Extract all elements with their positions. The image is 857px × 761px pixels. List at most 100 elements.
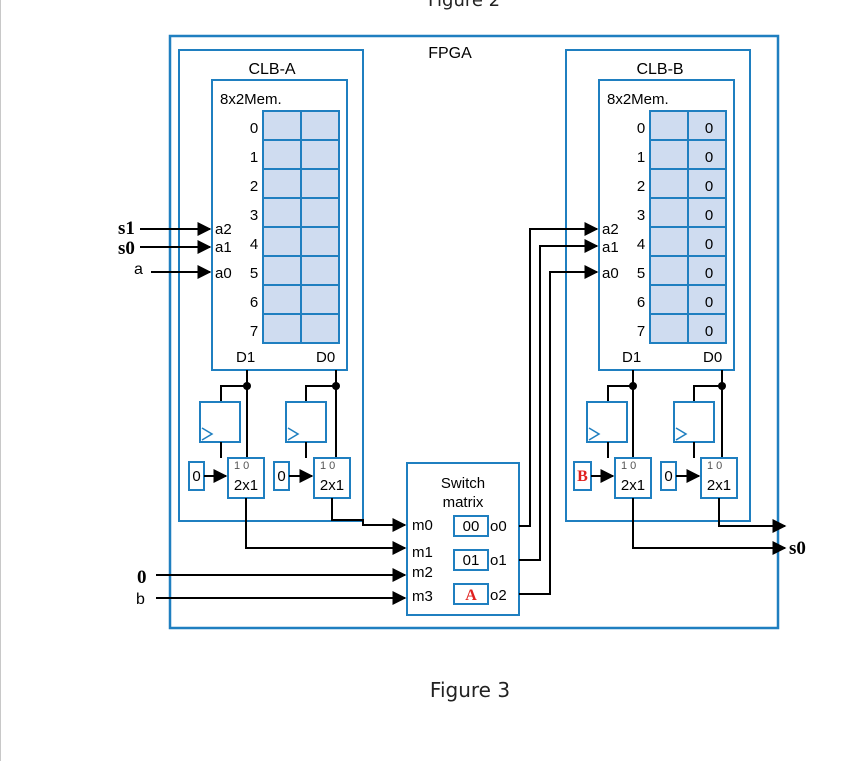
clb-a-output-d0: D0 — [316, 349, 335, 366]
memory-cell — [687, 110, 727, 141]
clock-icon — [287, 427, 300, 441]
clb-a-mux1 — [227, 457, 265, 499]
input-label-s1: s1 — [118, 218, 135, 239]
clock-icon — [588, 427, 601, 441]
switch-input-m3: m3 — [412, 588, 433, 605]
clb-b-output-d0: D0 — [703, 349, 722, 366]
memory-cell — [687, 284, 727, 315]
clb-b-mux0 — [700, 457, 738, 499]
clb-b-mux1-select: B — [577, 468, 588, 485]
switch-input-m1: m1 — [412, 544, 433, 561]
switch-matrix-title-1: Switch — [441, 475, 485, 492]
memory-address-label: 4 — [250, 236, 258, 253]
memory-cell — [649, 255, 689, 286]
switch-matrix: Switch matrix m0 m1 m2 m3 00 o0 01 o1 A … — [406, 462, 520, 616]
clb-a-flipflop-0 — [285, 401, 327, 443]
clb-b-title: CLB-B — [636, 61, 683, 78]
memory-address-label: 0 — [637, 120, 645, 137]
memory-address-label: 7 — [637, 323, 645, 340]
clb-a-box — [178, 49, 364, 522]
memory-cell-value: 0 — [705, 178, 713, 195]
clb-b-mux0-select: 0 — [664, 468, 672, 485]
memory-address-label: 7 — [250, 323, 258, 340]
memory-cell — [649, 284, 689, 315]
clb-b-mux0-inputs: 1 0 — [707, 460, 722, 472]
wire-o0-to-clb-b-a2 — [519, 222, 599, 527]
memory-cell — [262, 226, 302, 257]
memory-cell — [687, 313, 727, 344]
memory-cell — [649, 313, 689, 344]
input-label-a: a — [134, 261, 143, 278]
switch-output-o0: o0 — [490, 518, 507, 535]
memory-address-label: 6 — [250, 294, 258, 311]
switch-matrix-title-2: matrix — [443, 494, 484, 511]
switch-config-o1-box — [453, 549, 489, 571]
memory-cell — [649, 197, 689, 228]
memory-cell — [300, 110, 340, 141]
switch-config-o1: 01 — [463, 552, 480, 569]
clb-b-memory-label: 8x2Mem. — [607, 91, 669, 108]
clock-icon — [201, 427, 214, 441]
clb-a-input-a0: a0 — [215, 265, 232, 282]
memory-cell — [300, 255, 340, 286]
switch-config-o2: A — [465, 587, 477, 604]
memory-address-label: 6 — [637, 294, 645, 311]
clb-a-mux1-label: 2x1 — [234, 477, 258, 494]
memory-cell — [300, 226, 340, 257]
memory-cell — [687, 226, 727, 257]
clb-a-input-a2: a2 — [215, 221, 232, 238]
memory-cell-value: 0 — [705, 149, 713, 166]
memory-cell — [300, 139, 340, 170]
memory-address-label: 5 — [637, 265, 645, 282]
memory-cell-value: 0 — [705, 294, 713, 311]
memory-address-label: 1 — [637, 149, 645, 166]
memory-cell — [300, 168, 340, 199]
memory-cell — [262, 110, 302, 141]
clb-b-mux1-inputs: 1 0 — [621, 460, 636, 472]
fpga-title: FPGA — [428, 45, 472, 62]
wire-clb-b-d0-out — [718, 498, 787, 533]
clb-a-memory — [211, 79, 348, 371]
memory-cell — [262, 313, 302, 344]
clb-a-memory-label: 8x2Mem. — [220, 91, 282, 108]
memory-cell-value: 0 — [705, 120, 713, 137]
memory-cell — [262, 139, 302, 170]
clb-a-output-d1: D1 — [236, 349, 255, 366]
memory-cell-value: 0 — [705, 236, 713, 253]
clb-b-box — [565, 49, 751, 522]
wire-o2-to-clb-b-a0 — [519, 265, 599, 595]
wire-clb-a-d1-to-m1 — [245, 498, 407, 555]
memory-cell-value: 0 — [705, 207, 713, 224]
wire-clb-b-d1-out — [632, 498, 787, 555]
memory-cell — [687, 139, 727, 170]
clb-b-mux1-label: 2x1 — [621, 477, 645, 494]
memory-address-label: 1 — [250, 149, 258, 166]
clb-a-mux1-select: 0 — [192, 468, 200, 485]
clb-a-mux1-inputs: 1 0 — [234, 460, 249, 472]
switch-input-m2: m2 — [412, 564, 433, 581]
memory-address-label: 3 — [250, 207, 258, 224]
memory-address-label: 0 — [250, 120, 258, 137]
switch-config-o2-box — [453, 583, 489, 605]
memory-address-label: 3 — [637, 207, 645, 224]
switch-config-o0: 00 — [463, 518, 480, 535]
input-label-b: b — [136, 591, 145, 608]
figure-caption: Figure 3 — [429, 678, 511, 702]
switch-output-o1: o1 — [490, 552, 507, 569]
memory-cell — [262, 284, 302, 315]
clb-a-flipflop-1 — [199, 401, 241, 443]
clb-b-output-d1: D1 — [622, 349, 641, 366]
clb-b-memory — [598, 79, 735, 371]
clb-a-input-a1: a1 — [215, 239, 232, 256]
clb-b-mux1 — [614, 457, 652, 499]
clb-a-mux0-select: 0 — [277, 468, 285, 485]
memory-cell-value: 0 — [705, 323, 713, 340]
switch-output-o2: o2 — [490, 587, 507, 604]
memory-cell — [649, 110, 689, 141]
clb-b-input-a0: a0 — [602, 265, 619, 282]
memory-cell — [262, 255, 302, 286]
previous-figure-caption: Figure 2 — [428, 0, 501, 11]
memory-address-label: 4 — [637, 236, 645, 253]
